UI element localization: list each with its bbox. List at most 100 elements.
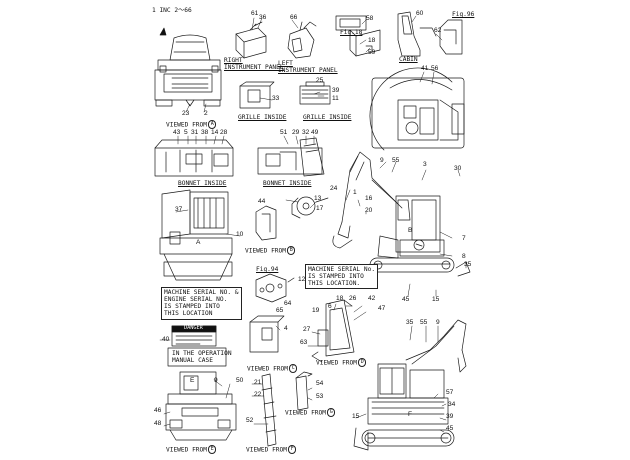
callout-4: 4 [284, 325, 288, 332]
callout-33: 33 [272, 95, 280, 102]
callout-27: 27 [303, 326, 311, 333]
callout-9: 9 [380, 157, 384, 164]
callout-48: 48 [154, 420, 162, 427]
callout-15: 15 [432, 296, 440, 303]
cabin-drawing [397, 11, 463, 57]
callout-55: 55 [392, 157, 400, 164]
callout-57: 57 [446, 389, 454, 396]
view-letter-g: G [326, 408, 336, 417]
callout-9c: 9 [214, 377, 218, 384]
callout-23: 23 [182, 110, 190, 117]
callout-6: 6 [328, 303, 332, 310]
callout-62: 62 [434, 27, 442, 34]
callout-34: 34 [448, 401, 456, 408]
callout-19: 19 [312, 307, 320, 314]
callout-42: 42 [368, 295, 376, 302]
marker-a: A [196, 239, 201, 246]
callout-31: 31 [191, 129, 199, 136]
marker-e: E [190, 377, 195, 384]
left-instrument-panel-drawing [287, 21, 317, 59]
callout-18b: 18 [336, 295, 344, 302]
view-letter-a: A [207, 120, 217, 129]
callout-46: 46 [154, 407, 162, 414]
callout-50: 50 [236, 377, 244, 384]
boom-bracket-drawing [291, 196, 329, 219]
view-b-bracket-drawing [255, 205, 277, 241]
fig94-drawing [255, 273, 295, 303]
callout-22: 22 [254, 391, 262, 398]
caption-fig96: Fig.96 [452, 11, 475, 18]
callout-58: 58 [366, 15, 374, 22]
leader-lines [159, 15, 467, 433]
callout-35b: 35 [406, 319, 414, 326]
callout-11: 11 [332, 95, 339, 102]
callout-28: 28 [220, 129, 228, 136]
callout-56: 56 [431, 65, 439, 72]
callout-25: 25 [316, 77, 324, 84]
caption-bonnet-inside-2: BONNET INSIDE [263, 180, 312, 187]
callout-24: 24 [330, 185, 338, 192]
callout-45: 45 [402, 296, 410, 303]
grille-inside-1-drawing [239, 81, 275, 109]
view-letter-d: D [357, 358, 367, 367]
danger-label-drawing [167, 325, 227, 367]
callout-35: 35 [464, 261, 472, 268]
callout-38: 38 [201, 129, 209, 136]
callout-59: 59 [368, 49, 376, 56]
callout-37: 37 [175, 206, 183, 213]
callout-1: 1 [353, 189, 357, 196]
view-letter-f: F [287, 445, 297, 454]
swing-frame-drawing [369, 67, 465, 151]
callout-44: 44 [258, 198, 266, 205]
caption-grille-inside-1: GRILLE INSIDE [238, 114, 287, 121]
callout-10: 10 [236, 231, 244, 238]
callout-41: 41 [421, 65, 429, 72]
caption-bonnet-inside-1: BONNET INSIDE [178, 180, 227, 187]
rear-cabin-drawing [165, 371, 237, 441]
callout-15b: 15 [352, 413, 360, 420]
callout-26: 26 [349, 295, 357, 302]
rear-machine-drawing [159, 189, 233, 281]
callout-16: 16 [365, 195, 373, 202]
callout-39b: 39 [446, 413, 454, 420]
marker-b: B [408, 227, 413, 234]
callout-12: 12 [298, 276, 306, 283]
callout-55b: 55 [420, 319, 428, 326]
caption-grille-inside-2: GRILLE INSIDE [303, 114, 352, 121]
callout-52: 52 [246, 417, 254, 424]
callout-29: 29 [292, 129, 300, 136]
fig18-drawing [335, 15, 381, 57]
caption-fig18: Fig.18 [340, 29, 363, 36]
caption-right-instrument-panel: RIGHT INSTRUMENT PANEL [224, 57, 284, 72]
callout-63: 63 [300, 339, 308, 346]
callout-45b: 45 [446, 425, 454, 432]
note-operation-manual-case: IN THE OPERATION MANUAL CASE [172, 350, 232, 365]
callout-9b: 9 [436, 319, 440, 326]
bonnet-inside-2-drawing [257, 137, 325, 177]
view-e-door-drawing [311, 299, 355, 363]
callout-61: 61 [251, 10, 259, 17]
callout-17: 17 [316, 205, 324, 212]
callout-54: 54 [316, 380, 324, 387]
callout-21: 21 [254, 379, 262, 386]
marker-f: F [408, 411, 413, 418]
callout-8: 8 [462, 253, 466, 260]
note-machine-and-engine-serial: MACHINE SERIAL NO. & ENGINE SERIAL NO. I… [161, 287, 242, 320]
view-letter-e: E [207, 445, 217, 454]
grille-inside-2-drawing [299, 81, 331, 105]
callout-20: 20 [365, 207, 373, 214]
callout-2: 2 [204, 110, 208, 117]
note-machine-serial: MACHINE SERIAL No. IS STAMPED INTO THIS … [305, 264, 379, 290]
sheet-reference: 1 INC 2～66 [152, 7, 192, 14]
callout-49: 49 [311, 129, 319, 136]
callout-64: 64 [284, 300, 292, 307]
callout-13: 13 [314, 195, 322, 202]
callout-65: 65 [276, 307, 284, 314]
callout-39: 39 [332, 87, 340, 94]
